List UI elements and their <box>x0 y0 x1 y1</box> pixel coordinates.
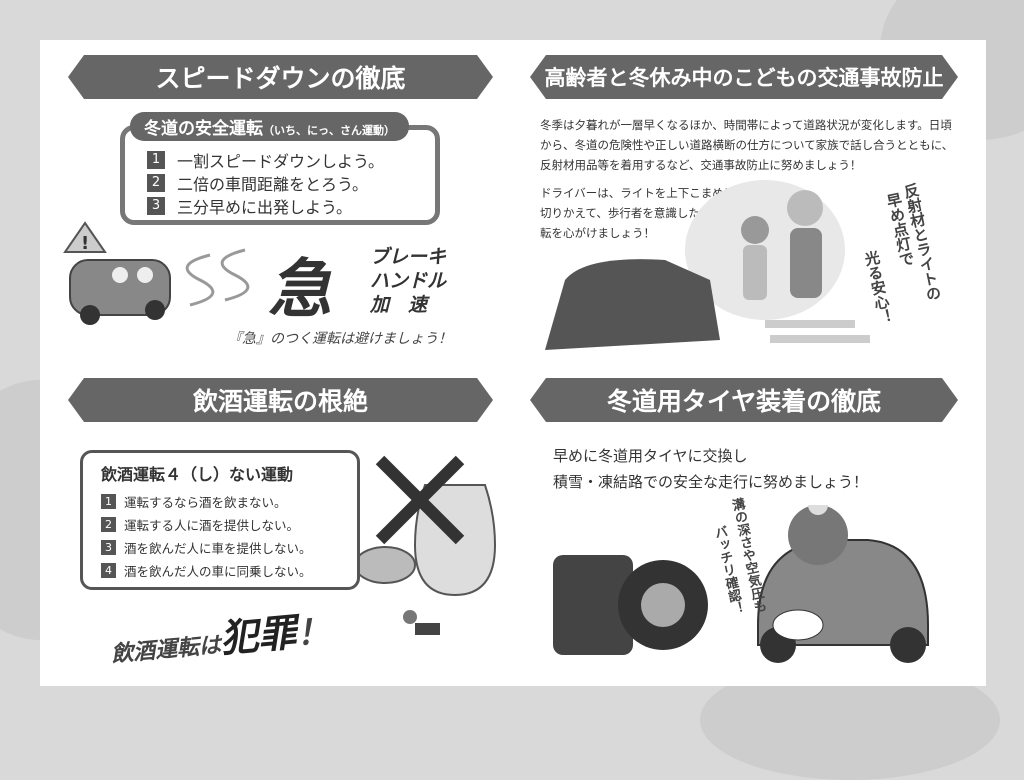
rule-number: 3 <box>101 540 116 555</box>
tire-message: 早めに冬道用タイヤに交換し 積雪・凍結路での安全な走行に努めましょう！ <box>553 443 868 495</box>
rule-item: 2 二倍の車間距離をとろう。 <box>147 171 435 194</box>
tire-line-1: 早めに冬道用タイヤに交換し <box>553 447 748 465</box>
rule-item: 1 一割スピードダウンしよう。 <box>147 148 435 171</box>
sudden-acceleration: 加 速 <box>370 294 428 316</box>
rule-number: 1 <box>101 494 116 509</box>
rule-text: 運転する人に酒を提供しない。 <box>124 518 300 533</box>
slogan-text: 飲酒運転は <box>110 633 222 668</box>
slogan-exclaim: ！ <box>294 611 332 655</box>
sudden-steering: ハンドル <box>370 270 447 292</box>
rule-number: 3 <box>147 196 165 215</box>
skidding-car-illustration: ! <box>63 221 250 325</box>
rule-item: 3 酒を飲んだ人に車を提供しない。 <box>101 536 357 559</box>
winter-safety-heading: 冬道の安全運転（いち、にっ、さん運動） <box>130 112 409 141</box>
sudden-brake: ブレーキ <box>370 246 447 268</box>
drunk-driving-box: 飲酒運転４（し）ない運動 1 運転するなら酒を飲まない。 2 運転する人に酒を提供し… <box>80 450 360 590</box>
rule-text: 二倍の車間距離をとろう。 <box>177 174 369 194</box>
elderly-paragraph: 冬季は夕暮れが一層早くなるほか、時間帯によって道路状況が変化します。日頃から、冬… <box>540 118 954 172</box>
sudden-actions-list: ブレーキ ハンドル 加 速 <box>370 245 446 317</box>
rule-item: 3 三分早めに出発しよう。 <box>147 194 435 217</box>
rule-item: 2 運転する人に酒を提供しない。 <box>101 513 357 536</box>
rule-text: 酒を飲んだ人の車に同乗しない。 <box>124 564 312 579</box>
pedestrian-crossing-illustration <box>545 180 870 350</box>
rule-text: 三分早めに出発しよう。 <box>177 197 353 217</box>
box-title: 冬道の安全運転 <box>144 119 263 139</box>
rule-number: 2 <box>147 173 165 192</box>
driver-paragraph: ドライバーは、ライトを上下こまめに切りかえて、歩行者を意識した安全運転を心がけま… <box>540 186 736 240</box>
svg-text:!: ! <box>81 233 89 254</box>
rule-number: 2 <box>101 517 116 532</box>
elderly-section-title: 高齢者と冬休み中のこどもの交通事故防止 <box>530 55 958 99</box>
rule-text: 酒を飲んだ人に車を提供しない。 <box>124 541 312 556</box>
car-key-icon <box>403 610 440 635</box>
warning-icon <box>63 221 107 253</box>
speed-section-title: スピードダウンの徹底 <box>68 55 493 99</box>
speed-caption: 『急』のつく運転は避けましょう！ <box>228 331 452 347</box>
rule-item: 4 酒を飲んだ人の車に同乗しない。 <box>101 559 357 582</box>
rule-text: 運転するなら酒を飲まない。 <box>124 495 287 510</box>
box-subtitle: （いち、にっ、さん運動） <box>263 124 395 137</box>
tire-line-2: 積雪・凍結路での安全な走行に努めましょう！ <box>553 473 869 491</box>
kyu-character: 急 <box>268 253 332 327</box>
rule-number: 4 <box>101 563 116 578</box>
rule-number: 1 <box>147 150 165 169</box>
drunk-section-title: 飲酒運転の根絶 <box>68 378 493 422</box>
tire-section-title: 冬道用タイヤ装着の徹底 <box>530 378 958 422</box>
slogan-crime: 犯罪 <box>218 610 298 661</box>
box-title: 飲酒運転４（し）ない運動 <box>101 465 294 484</box>
rule-item: 1 運転するなら酒を飲まない。 <box>101 490 357 513</box>
winter-tire-car-illustration <box>553 505 929 663</box>
no-alcohol-illustration <box>354 455 497 597</box>
rule-text: 一割スピードダウンしよう。 <box>177 151 385 171</box>
